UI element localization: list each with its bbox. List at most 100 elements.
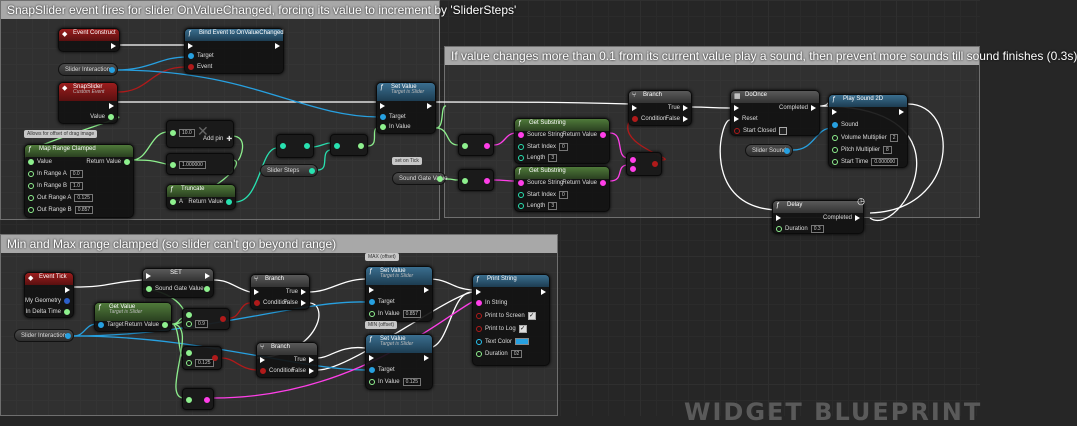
exec-out-pin[interactable] [424, 355, 429, 361]
branch-node[interactable]: ⑂Branch True Condition False [628, 90, 692, 126]
false-pin[interactable]: False [665, 116, 688, 122]
slider-interaction-variable[interactable]: Slider Interaction [14, 329, 74, 342]
start-closed-checkbox[interactable] [779, 127, 788, 135]
completed-pin[interactable]: Completed [823, 215, 860, 221]
value-in-pin[interactable]: Value [28, 159, 52, 165]
exec-out-pin[interactable] [109, 103, 114, 109]
completed-pin[interactable]: Completed [779, 105, 816, 111]
out-pin[interactable] [484, 178, 490, 184]
sound-gate-value-variable[interactable]: Sound Gate Value [392, 172, 448, 185]
target-pin[interactable]: Target [188, 53, 214, 59]
source-string-pin[interactable]: Source String [518, 180, 563, 186]
do-once-node[interactable]: ▦DoOnce Completed Reset Start Closed [730, 90, 820, 136]
exec-in-pin[interactable] [776, 215, 781, 221]
in-pin[interactable] [186, 397, 192, 403]
print-to-screen-checkbox[interactable]: ✓ [527, 312, 536, 320]
comment-range[interactable]: Min and Max range clamped (so slider can… [0, 234, 558, 416]
target-pin[interactable]: Target [369, 367, 395, 373]
print-to-log-checkbox[interactable]: ✓ [518, 325, 527, 333]
return-value-pin[interactable]: Return Value [188, 199, 232, 205]
exec-out-pin[interactable] [424, 287, 429, 293]
condition-pin[interactable]: Condition [632, 116, 666, 122]
start-closed-pin[interactable]: Start Closed [734, 127, 788, 135]
print-to-screen-pin[interactable]: Print to Screen✓ [476, 312, 536, 320]
slider-interaction-variable[interactable]: Slider Interaction [58, 63, 118, 76]
event-tick-node[interactable]: ◆Event Tick My Geometry In Delta Time [24, 272, 74, 318]
exec-out-pin[interactable] [275, 43, 280, 49]
exec-in-pin[interactable] [369, 355, 374, 361]
true-pin[interactable]: True [668, 105, 688, 111]
exec-in-pin[interactable] [188, 43, 193, 49]
to-string-node[interactable] [458, 134, 494, 156]
my-geometry-pin[interactable]: My Geometry [25, 298, 70, 304]
exec-out-pin[interactable] [205, 273, 210, 279]
return-value-pin[interactable]: Return Value [562, 132, 606, 138]
condition-pin[interactable]: Condition [260, 368, 294, 374]
value-pin[interactable]: Value [90, 114, 114, 120]
not-equal-node[interactable] [626, 152, 662, 176]
text-color-pin[interactable]: Text Color [476, 338, 530, 345]
color-swatch[interactable] [515, 338, 530, 345]
to-string-node[interactable] [182, 388, 214, 410]
condition-pin[interactable]: Condition [254, 300, 288, 306]
target-pin[interactable]: Target [369, 299, 395, 305]
out-pin[interactable] [358, 143, 364, 149]
exec-in-pin[interactable] [734, 105, 739, 111]
slider-steps-variable[interactable]: Slider Steps [260, 164, 318, 177]
exec-in-pin[interactable] [380, 103, 385, 109]
float-pin[interactable]: 1.000000 [170, 161, 206, 169]
float-literal-node[interactable]: 1.000000 [166, 153, 234, 175]
b-pin[interactable]: 0.9 [186, 320, 208, 328]
exec-in-pin[interactable] [260, 357, 265, 363]
true-pin[interactable]: True [286, 289, 306, 295]
exec-in-pin[interactable] [146, 273, 151, 279]
out-pin[interactable] [220, 316, 226, 322]
in-pin[interactable] [462, 143, 468, 149]
source-string-pin[interactable]: Source String [518, 132, 563, 138]
in-string-pin[interactable]: In String [476, 300, 507, 306]
exec-out-pin[interactable] [541, 289, 546, 295]
print-to-log-pin[interactable]: Print to Log✓ [476, 325, 527, 333]
b-pin[interactable]: 0.125 [186, 359, 214, 367]
greater-than-node[interactable]: 0.9 [182, 308, 230, 330]
branch-node[interactable]: ⑂Branch True Condition False [250, 274, 310, 310]
out-pin[interactable] [204, 286, 210, 292]
a-pin[interactable] [186, 350, 192, 356]
to-string-node[interactable] [458, 169, 494, 191]
exec-out-pin[interactable] [65, 287, 70, 293]
in-pin[interactable] [280, 143, 286, 149]
return-value-pin[interactable]: Return Value [86, 159, 130, 165]
return-value-pin[interactable]: Return Value [562, 180, 606, 186]
out-pin[interactable] [484, 143, 490, 149]
exec-out-pin[interactable] [427, 103, 432, 109]
exec-in-pin[interactable] [632, 105, 637, 111]
exec-in-pin[interactable] [832, 109, 837, 115]
add-pin-button[interactable]: Add pin✚ [203, 136, 233, 143]
exec-in-pin[interactable] [476, 289, 481, 295]
a-pin[interactable] [630, 157, 636, 163]
sound-pin[interactable]: Sound [832, 122, 858, 128]
event-construct-node[interactable]: ◆Event Construct [58, 28, 120, 52]
